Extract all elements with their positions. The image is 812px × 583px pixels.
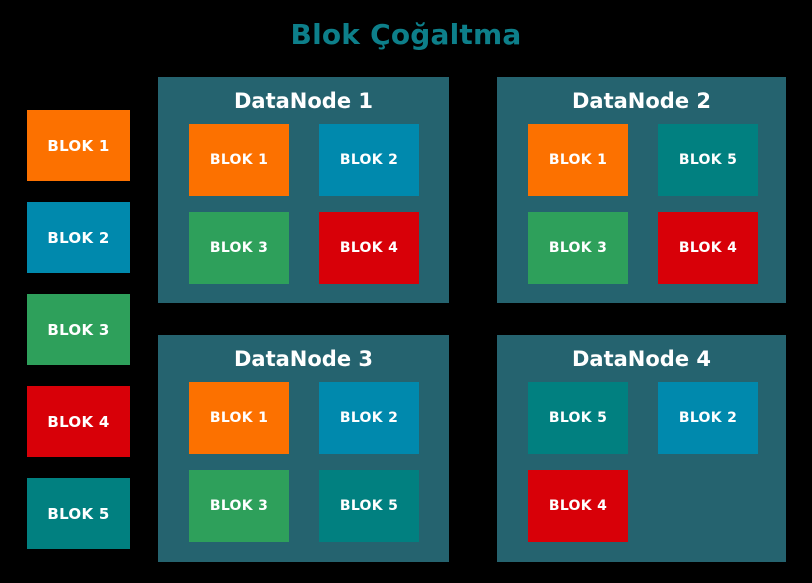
datanode-block: BLOK 1 xyxy=(528,124,628,196)
datanode-block-label: BLOK 3 xyxy=(209,498,269,514)
datanode-block-grid: BLOK 1 BLOK 2 BLOK 3 BLOK 4 xyxy=(189,124,419,284)
datanode-block: BLOK 4 xyxy=(319,212,419,284)
datanode-title: DataNode 1 xyxy=(233,89,373,113)
datanode-block: BLOK 3 xyxy=(189,212,289,284)
datanode-panel-1: DataNode 1 BLOK 1 BLOK 2 BLOK 3 BLOK 4 xyxy=(158,77,449,303)
datanode-block-grid: BLOK 1 BLOK 2 BLOK 3 BLOK 5 xyxy=(189,382,419,542)
datanode-block-label: BLOK 1 xyxy=(209,410,269,426)
datanode-panel-2: DataNode 2 BLOK 1 BLOK 5 BLOK 3 BLOK 4 xyxy=(497,77,786,303)
datanode-block-label: BLOK 4 xyxy=(548,498,608,514)
datanode-block: BLOK 2 xyxy=(658,382,758,454)
datanode-block-grid: BLOK 5 BLOK 2 BLOK 4 xyxy=(528,382,758,542)
datanode-block-label: BLOK 5 xyxy=(548,410,608,426)
datanode-title: DataNode 3 xyxy=(233,347,373,371)
datanode-panel-4: DataNode 4 BLOK 5 BLOK 2 BLOK 4 xyxy=(497,335,786,562)
source-block: BLOK 5 xyxy=(27,478,130,549)
datanode-panel-3: DataNode 3 BLOK 1 BLOK 2 BLOK 3 BLOK 5 xyxy=(158,335,449,562)
source-block-label: BLOK 5 xyxy=(47,504,110,523)
datanode-block-label: BLOK 1 xyxy=(548,152,608,168)
datanode-block-label: BLOK 4 xyxy=(339,240,399,256)
datanode-block: BLOK 4 xyxy=(658,212,758,284)
datanode-block: BLOK 1 xyxy=(189,124,289,196)
source-block-column: BLOK 1 BLOK 2 BLOK 3 BLOK 4 BLOK 5 xyxy=(27,110,130,570)
datanode-block: BLOK 3 xyxy=(528,212,628,284)
datanode-block: BLOK 2 xyxy=(319,382,419,454)
datanode-block-label: BLOK 4 xyxy=(678,240,738,256)
datanode-block-grid: BLOK 1 BLOK 5 BLOK 3 BLOK 4 xyxy=(528,124,758,284)
source-block-label: BLOK 4 xyxy=(47,412,110,431)
datanode-block-empty-slot xyxy=(658,470,758,542)
datanode-block-label: BLOK 5 xyxy=(678,152,738,168)
datanode-block-label: BLOK 5 xyxy=(339,498,399,514)
source-block-label: BLOK 3 xyxy=(47,320,110,339)
source-block: BLOK 1 xyxy=(27,110,130,181)
datanode-block-label: BLOK 1 xyxy=(209,152,269,168)
datanode-block-label: BLOK 3 xyxy=(548,240,608,256)
datanode-title: DataNode 4 xyxy=(571,347,711,371)
datanode-block: BLOK 1 xyxy=(189,382,289,454)
datanode-block: BLOK 4 xyxy=(528,470,628,542)
source-block: BLOK 2 xyxy=(27,202,130,273)
source-block-label: BLOK 2 xyxy=(47,228,110,247)
datanode-title: DataNode 2 xyxy=(571,89,711,113)
datanode-block: BLOK 5 xyxy=(528,382,628,454)
source-block-label: BLOK 1 xyxy=(47,136,110,155)
datanode-block-label: BLOK 2 xyxy=(678,410,738,426)
datanode-block-label: BLOK 2 xyxy=(339,152,399,168)
page-title: Blok Çoğaltma xyxy=(290,18,522,51)
datanode-block-label: BLOK 3 xyxy=(209,240,269,256)
datanode-block: BLOK 5 xyxy=(658,124,758,196)
datanode-block-label: BLOK 2 xyxy=(339,410,399,426)
source-block: BLOK 4 xyxy=(27,386,130,457)
datanode-block: BLOK 3 xyxy=(189,470,289,542)
source-block: BLOK 3 xyxy=(27,294,130,365)
datanode-block: BLOK 2 xyxy=(319,124,419,196)
datanode-block: BLOK 5 xyxy=(319,470,419,542)
